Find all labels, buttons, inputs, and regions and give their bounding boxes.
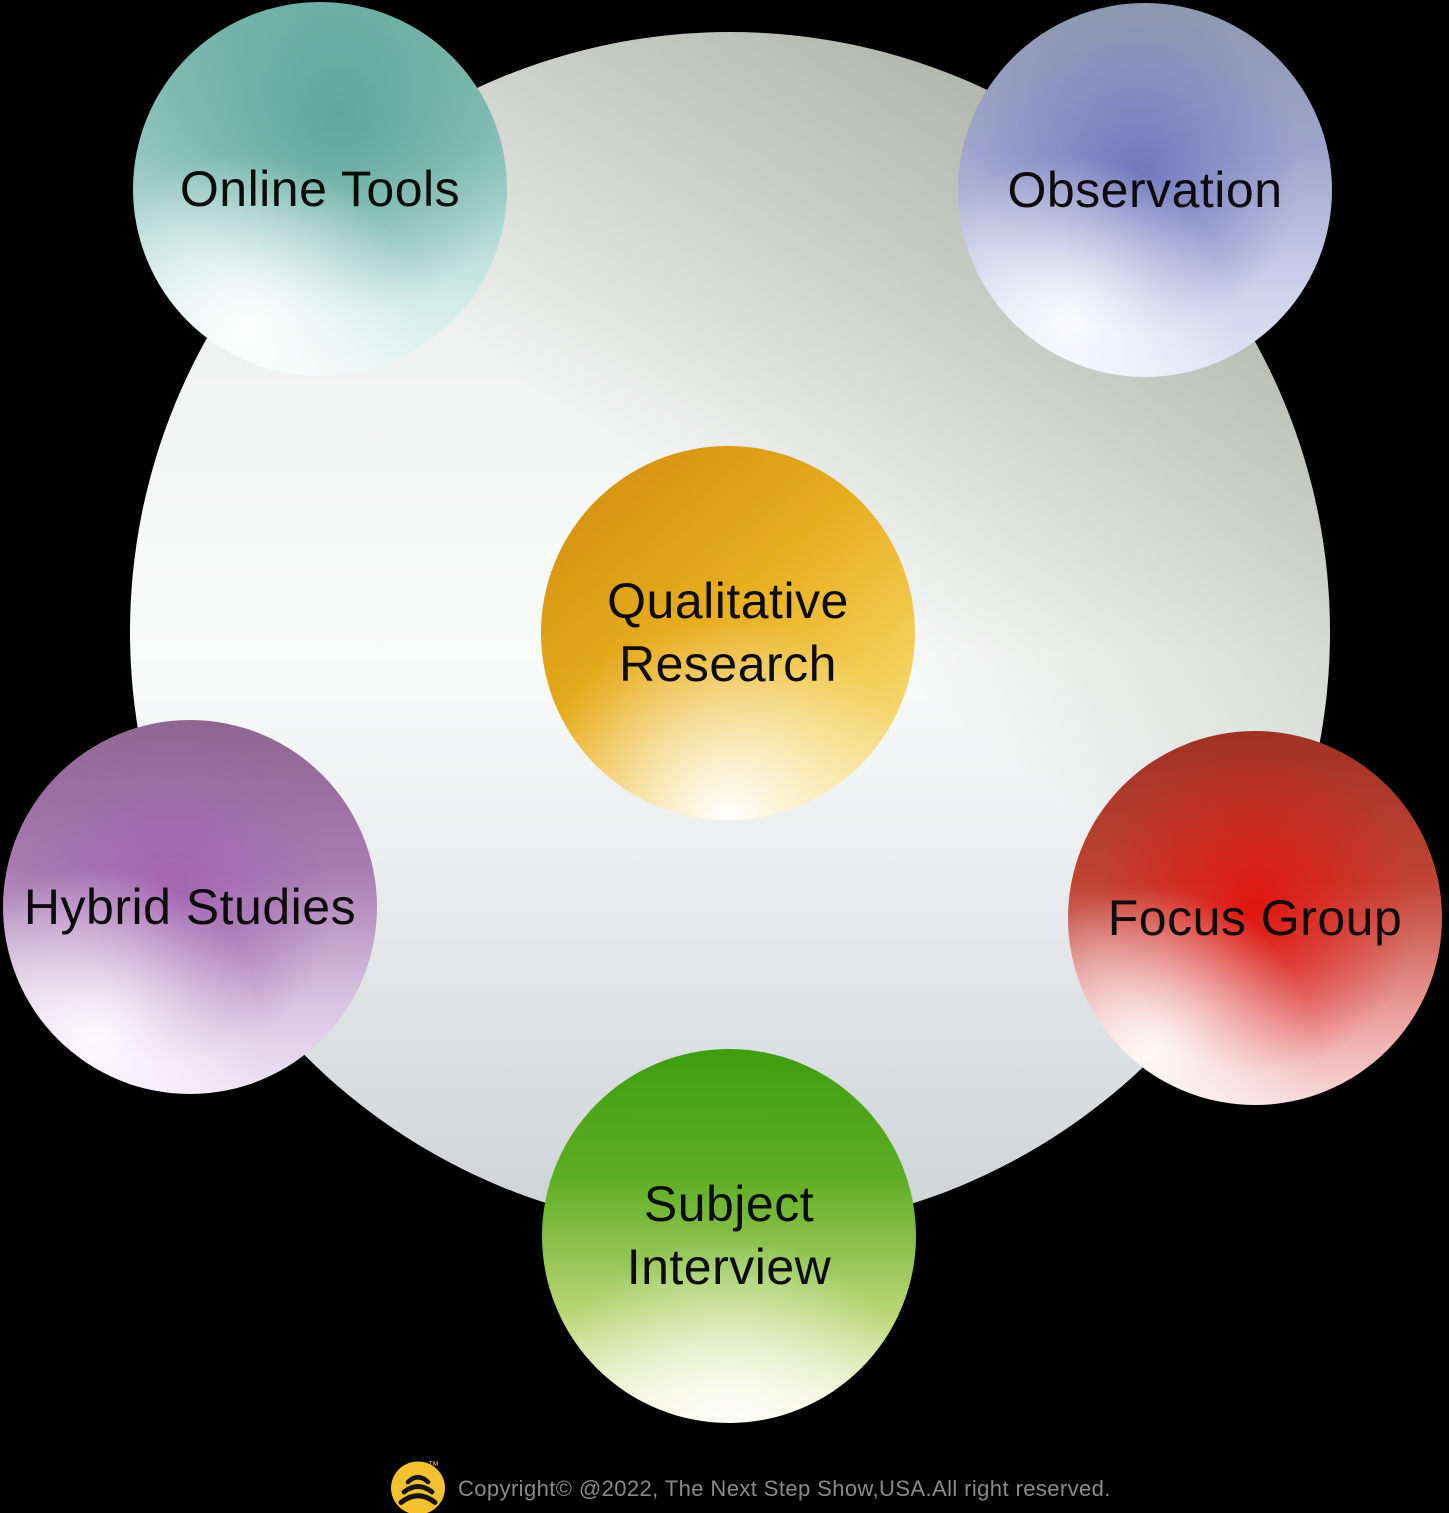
node-label-online-tools: Online Tools bbox=[179, 160, 461, 217]
arcs-logo-icon bbox=[391, 1461, 445, 1513]
node-label-hybrid-studies: Hybrid Studies bbox=[23, 878, 357, 935]
node-qualitative-research: Qualitative Research bbox=[541, 446, 915, 820]
brand-logo: ™ bbox=[391, 1460, 447, 1513]
footer: ™ Copyright© @2022, The Next Step Show,U… bbox=[391, 1460, 1111, 1513]
trademark-symbol: ™ bbox=[428, 1460, 439, 1472]
node-label-qualitative-research: Qualitative Research bbox=[607, 570, 849, 696]
center-label-line1: Qualitative bbox=[607, 573, 849, 629]
node-online-tools: Online Tools bbox=[133, 2, 507, 376]
node-observation: Observation bbox=[958, 3, 1332, 377]
node-hybrid-studies: Hybrid Studies bbox=[3, 720, 377, 1094]
node-label-subject-interview: Subject Interview bbox=[627, 1173, 832, 1299]
copyright-text: Copyright© @2022, The Next Step Show,USA… bbox=[458, 1475, 1111, 1501]
center-label-line2: Research bbox=[618, 636, 837, 692]
node-label-observation: Observation bbox=[1007, 161, 1283, 218]
node-subject-interview: Subject Interview bbox=[542, 1049, 916, 1423]
subject-label-line1: Subject bbox=[643, 1176, 815, 1232]
subject-label-line2: Interview bbox=[626, 1239, 832, 1295]
node-label-focus-group: Focus Group bbox=[1107, 889, 1403, 946]
node-focus-group: Focus Group bbox=[1068, 731, 1442, 1105]
